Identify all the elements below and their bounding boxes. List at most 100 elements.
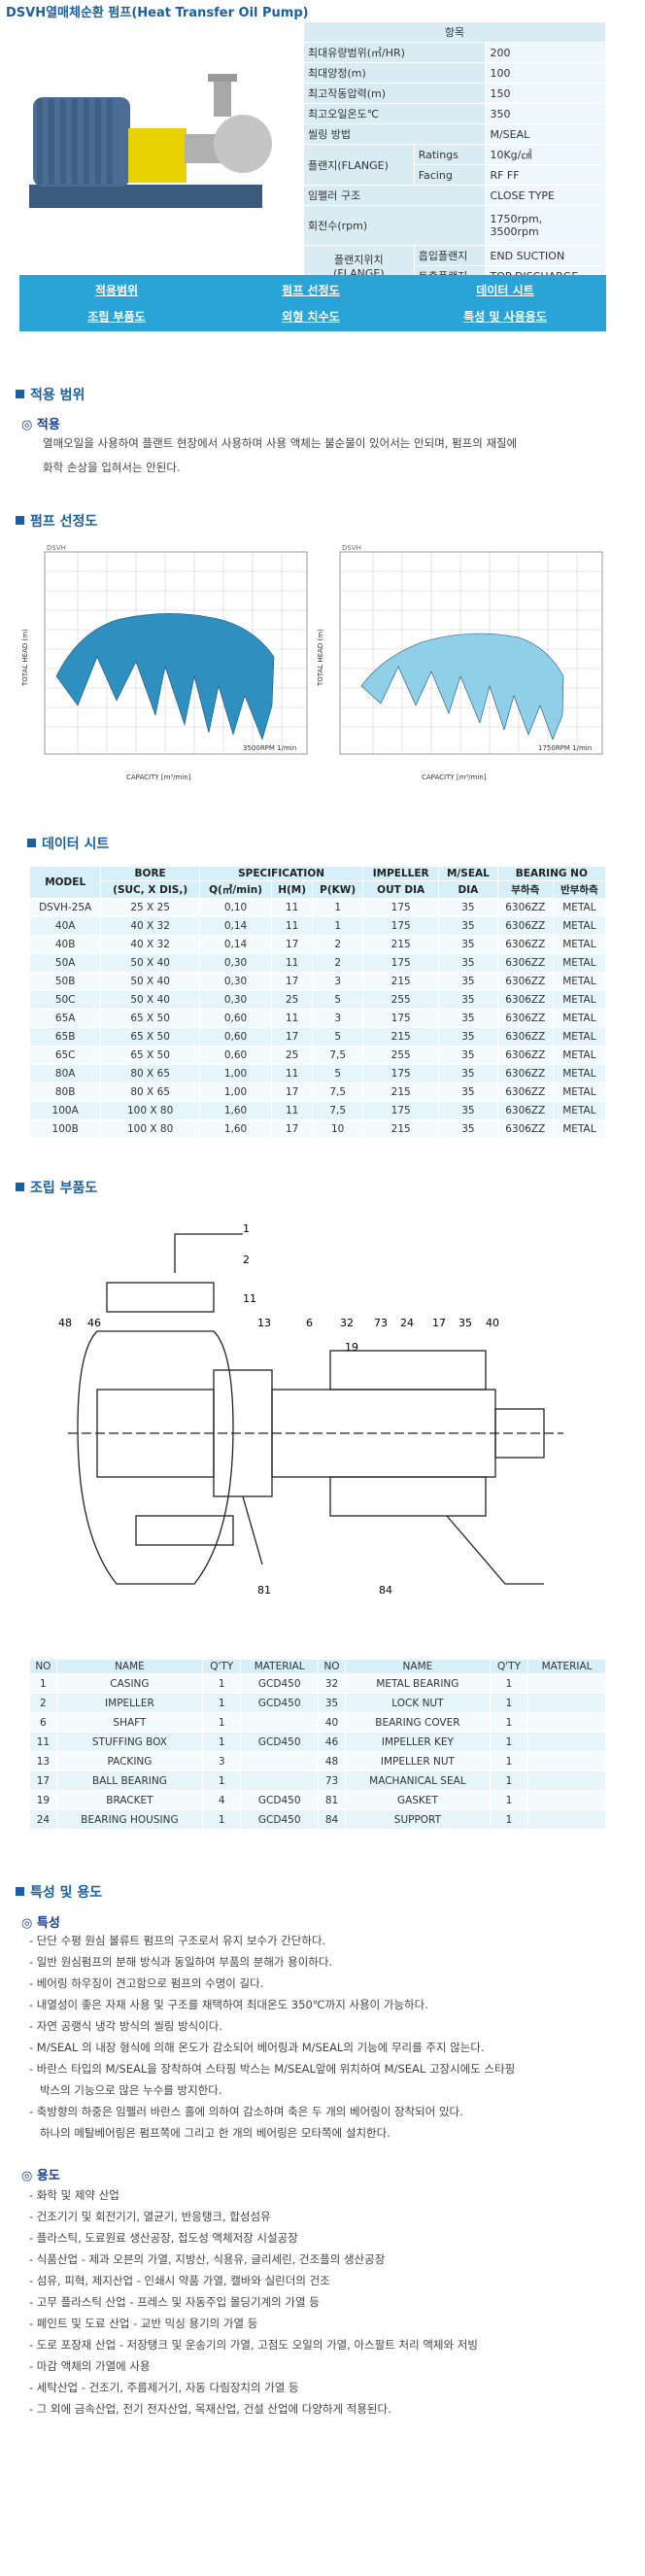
th-spec: SPECIFICATION [198, 866, 364, 881]
callout-40: 40 [486, 1317, 499, 1329]
table-cell: IMPELLER KEY [344, 1732, 491, 1752]
table-cell: 5 [312, 990, 364, 1010]
spec-sublabel: Ratings [413, 144, 487, 165]
table-cell: 1,60 [198, 1101, 273, 1120]
callout-35: 35 [458, 1317, 472, 1329]
table-cell: 2 [312, 953, 364, 973]
table-cell: GCD450 [240, 1693, 320, 1713]
table-cell: 65 X 50 [100, 1009, 200, 1028]
th-bore-sub: (SUC, X DIS,) [100, 880, 200, 899]
table-cell: METAL [552, 1064, 607, 1083]
page-title: DSVH열매체순환 펌프(Heat Transfer Oil Pump) [6, 6, 309, 20]
callout-17: 17 [432, 1317, 446, 1329]
table-cell: GCD450 [240, 1673, 320, 1694]
table-cell: 100A [28, 1101, 102, 1120]
list-item: - 베어링 하우징이 견고함으로 펌프의 수명이 길다. [29, 1976, 264, 1990]
spec-label: 회전수(rpm) [302, 205, 487, 246]
list-item: - 축방향의 하중은 임펠러 바란스 홀에 의하여 감소하며 축은 두 개의 베… [29, 2105, 463, 2118]
table-cell: 1 [489, 1770, 529, 1791]
table-cell: 175 [362, 1064, 440, 1083]
table-cell: BEARING COVER [344, 1712, 491, 1733]
table-cell: METAL [552, 1009, 607, 1028]
table-cell [527, 1751, 606, 1771]
section-title: 특성 및 용도 [30, 1885, 103, 1901]
table-cell: 35 [438, 1046, 498, 1065]
table-cell: 5 [312, 1064, 364, 1083]
spec-value: CLOSE TYPE [485, 185, 606, 206]
spec-value: 100 [485, 62, 606, 84]
table-cell: 0,14 [198, 916, 273, 936]
table-cell: 11 [271, 916, 314, 936]
spec-value: RF FF [485, 164, 606, 186]
menu-link-scope[interactable]: 적용범위 [94, 284, 139, 297]
callout-24: 24 [400, 1317, 414, 1329]
spec-label-line: 플랜지위치 [334, 254, 384, 266]
title-bar: DSVH열매체순환 펌프(Heat Transfer Oil Pump) [0, 0, 645, 20]
menu-link-datasheet[interactable]: 데이터 시트 [476, 284, 534, 297]
table-cell [527, 1693, 606, 1713]
features-list: - 단단 수평 원심 볼류트 펌프의 구조로서 유지 보수가 간단하다.- 일반… [29, 1930, 606, 2144]
section-title: 데이터 시트 [42, 837, 110, 852]
table-cell: 80 X 65 [100, 1064, 200, 1083]
table-cell: 25 X 25 [100, 898, 200, 917]
scope-text-line2: 화학 손상을 입혀서는 안된다. [43, 461, 181, 474]
features-subheading: ◎ 특성 [21, 1916, 60, 1931]
table-cell: LOCK NUT [344, 1693, 491, 1713]
menu-link-dimensions[interactable]: 외형 치수도 [282, 310, 340, 324]
section-heading-selection: 펌프 선정도 [16, 511, 97, 531]
table-cell: METAL [552, 1101, 607, 1120]
table-cell: 1 [29, 1673, 57, 1694]
table-cell: IMPELLER NUT [344, 1751, 491, 1771]
table-cell [527, 1712, 606, 1733]
spec-label: 최대양정(m) [302, 62, 487, 84]
spec-value: 10Kg/㎠ [485, 144, 606, 165]
table-cell: 6306ZZ [496, 1101, 554, 1120]
table-cell: 48 [318, 1751, 346, 1771]
table-cell: 3 [202, 1751, 242, 1771]
chart-tag: DSVH [47, 544, 66, 552]
table-cell [240, 1770, 320, 1791]
table-cell: 1 [489, 1712, 529, 1733]
th-material: MATERIAL [527, 1659, 606, 1674]
table-cell: 46 [318, 1732, 346, 1752]
chart-xlabel: CAPACITY [m³/min] [422, 773, 487, 781]
table-cell: 17 [271, 1027, 314, 1047]
chart-tag: DSVH [342, 544, 361, 552]
table-cell: 1 [202, 1732, 242, 1752]
menu-link-assembly[interactable]: 조립 부품도 [87, 310, 146, 324]
th-q: Q(㎥/min) [198, 880, 273, 899]
menu-link-features[interactable]: 특성 및 사용용도 [463, 310, 547, 324]
spec-label: 씰링 방법 [302, 123, 487, 145]
list-item: - 내열성이 좋은 자재 사용 및 구조를 채택하여 최대온도 350℃까지 사… [29, 1998, 428, 2011]
table-cell: 4 [202, 1790, 242, 1810]
table-cell: 2 [29, 1693, 57, 1713]
table-cell: 6306ZZ [496, 953, 554, 973]
table-cell: BRACKET [55, 1790, 204, 1810]
table-cell: 100B [28, 1119, 102, 1139]
menu-link-selection[interactable]: 펌프 선정도 [282, 284, 340, 297]
table-cell: 6 [29, 1712, 57, 1733]
table-cell: 1 [489, 1673, 529, 1694]
table-cell: 17 [271, 1119, 314, 1139]
table-cell: GCD450 [240, 1732, 320, 1752]
datasheet-table: MODEL BORE SPECIFICATION IMPELLER M/SEAL… [28, 866, 607, 1139]
table-cell: METAL [552, 916, 607, 936]
table-cell: 35 [438, 1064, 498, 1083]
pump-photo [19, 39, 301, 233]
callout-48: 48 [58, 1317, 72, 1329]
table-cell: 24 [29, 1809, 57, 1830]
spec-value: END SUCTION [485, 245, 606, 266]
table-cell: BALL BEARING [55, 1770, 204, 1791]
chart-xlabel: CAPACITY [m³/min] [126, 773, 191, 781]
callout-84: 84 [379, 1584, 392, 1597]
table-cell: 50A [28, 953, 102, 973]
